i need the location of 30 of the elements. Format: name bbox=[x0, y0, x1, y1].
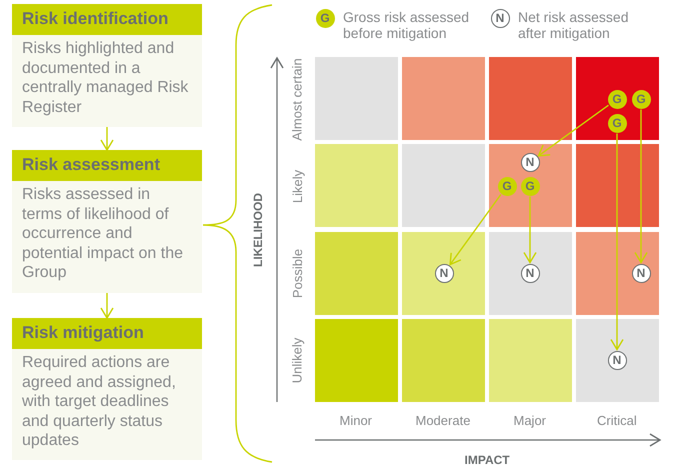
arrow bbox=[100, 127, 114, 151]
box-text: Risks assessed in terms of likelihood of occurrence and potential impact on the Group bbox=[21, 185, 184, 283]
process-box bbox=[12, 4, 202, 127]
arrow bbox=[523, 196, 537, 264]
net-risk-marker: N bbox=[490, 8, 510, 28]
axis-title: IMPACT bbox=[464, 453, 510, 467]
box-text: Required actions are agreed and assigned, with target deadlines and quarterly status updates bbox=[21, 353, 177, 451]
process-box bbox=[12, 318, 202, 460]
arrow bbox=[610, 134, 624, 350]
column-label: Major bbox=[514, 412, 546, 428]
row-label: Almost certain bbox=[290, 58, 305, 140]
arrow bbox=[634, 110, 648, 264]
process-box bbox=[12, 150, 202, 293]
arrow bbox=[538, 104, 609, 157]
arrow bbox=[100, 293, 114, 319]
box-text: Risks highlighted and documented in a centrally managed Risk Register bbox=[21, 39, 190, 118]
row-label: Unlikely bbox=[289, 337, 304, 383]
box-heading: Risk identification bbox=[12, 4, 202, 35]
box-heading: Risk mitigation bbox=[12, 318, 202, 349]
box-heading: Risk assessment bbox=[12, 150, 202, 181]
legend-text: Net risk assessed after mitigation bbox=[518, 9, 630, 41]
arrow bbox=[449, 194, 502, 266]
axis-title: LIKELIHOOD bbox=[251, 193, 265, 267]
legend-text: Gross risk assessed before mitigation bbox=[343, 9, 470, 41]
column-label: Minor bbox=[340, 412, 372, 428]
column-label: Critical bbox=[597, 412, 637, 428]
gross-risk-marker: G bbox=[316, 8, 334, 28]
column-label: Moderate bbox=[416, 412, 470, 428]
row-label: Likely bbox=[290, 169, 305, 203]
row-label: Possible bbox=[290, 248, 305, 298]
